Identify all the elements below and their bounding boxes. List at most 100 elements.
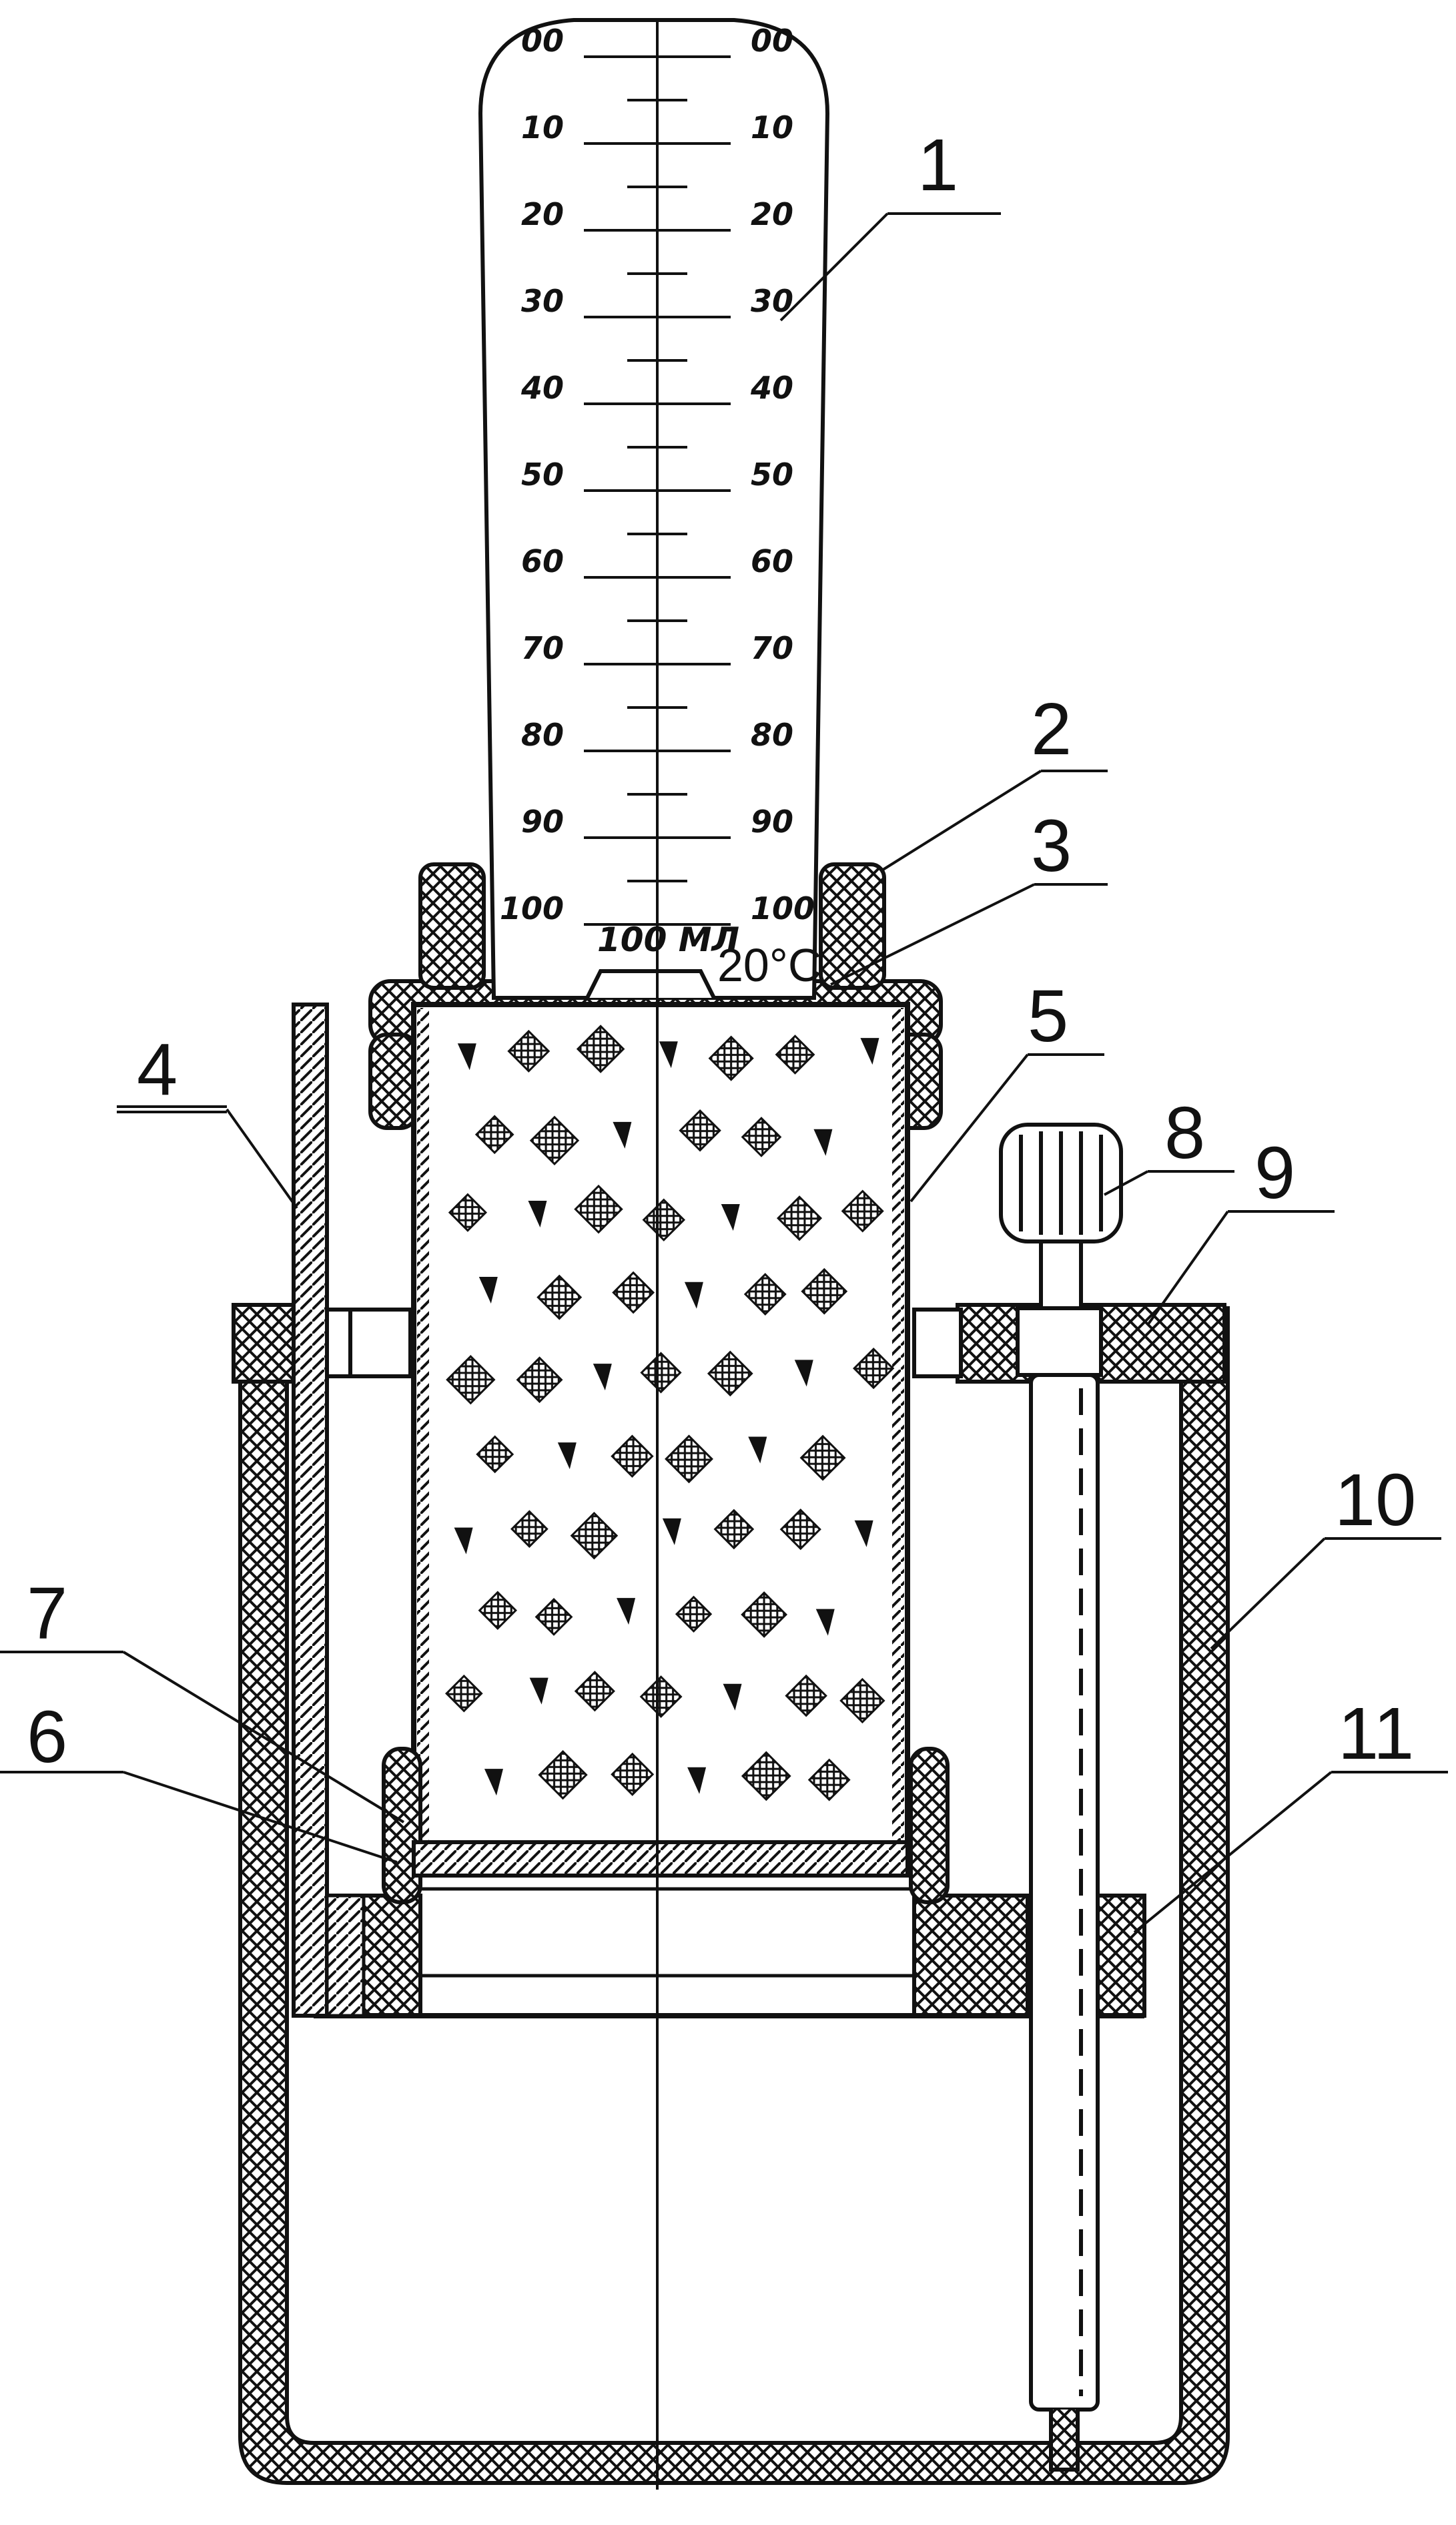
callout-4: 4 <box>137 1029 177 1111</box>
granule <box>448 1193 488 1232</box>
side-tube <box>292 1003 366 2018</box>
scale-label: 70 <box>751 630 793 666</box>
scale-label: 100 <box>500 890 564 926</box>
granule <box>593 1364 612 1391</box>
scale-label: 00 <box>751 23 793 59</box>
granule <box>741 1751 791 1801</box>
granule <box>841 1189 884 1233</box>
granule <box>779 1508 821 1551</box>
granule <box>611 1752 655 1796</box>
granule <box>507 1029 551 1073</box>
granule <box>484 1769 503 1796</box>
granule <box>665 1434 713 1484</box>
scale-label: 30 <box>521 283 564 319</box>
granule <box>679 1109 721 1152</box>
callout-3: 3 <box>1031 805 1072 887</box>
granule <box>639 1675 683 1718</box>
granule <box>708 1035 754 1081</box>
scale-label: 20 <box>751 196 793 232</box>
granule <box>640 1352 682 1394</box>
scale-label: 10 <box>751 109 793 146</box>
granule <box>713 1508 755 1550</box>
granule <box>723 1683 742 1711</box>
granule <box>801 1268 848 1315</box>
granule <box>815 1609 835 1636</box>
callout-11: 11 <box>1338 1693 1414 1775</box>
granule <box>574 1671 615 1712</box>
granule <box>474 1115 514 1155</box>
scale-label: 80 <box>751 717 793 753</box>
granule <box>478 1591 518 1630</box>
callout-9: 9 <box>1254 1132 1295 1214</box>
granule <box>839 1677 885 1724</box>
granule <box>454 1527 473 1555</box>
thermometer-rod <box>999 1123 1123 2472</box>
granule <box>510 1510 549 1549</box>
callout-7: 7 <box>27 1573 67 1655</box>
granule <box>611 1434 654 1478</box>
scale-label: 00 <box>521 23 564 59</box>
granule <box>748 1436 767 1464</box>
granule <box>687 1767 707 1794</box>
scale-label: 50 <box>751 457 793 493</box>
granule <box>570 1511 619 1560</box>
granule <box>707 1350 753 1397</box>
granule <box>813 1129 833 1156</box>
callout-1: 1 <box>918 124 958 206</box>
scale-label: 40 <box>750 370 793 406</box>
scale-label: 50 <box>521 457 564 493</box>
granule <box>612 1271 655 1314</box>
granule <box>721 1204 740 1231</box>
scale-label: 90 <box>521 804 564 840</box>
callout-6: 6 <box>27 1696 67 1778</box>
granule <box>860 1038 879 1065</box>
granule <box>617 1598 636 1625</box>
callout-5: 5 <box>1028 975 1068 1057</box>
scale-label: 40 <box>520 370 564 406</box>
granule <box>794 1360 813 1387</box>
temperature-label: 20°C <box>717 939 821 991</box>
granule <box>557 1442 577 1470</box>
scale-label: 60 <box>751 543 793 579</box>
granule <box>457 1043 476 1071</box>
granular-filler <box>445 1025 895 1801</box>
scale-label: 70 <box>521 630 564 666</box>
granule <box>476 1435 514 1474</box>
granule <box>775 1035 815 1075</box>
granule <box>684 1282 703 1309</box>
granule <box>854 1520 873 1547</box>
scale-label: 100 <box>751 890 815 926</box>
granule <box>613 1121 632 1149</box>
granule <box>662 1518 681 1545</box>
callout-10: 10 <box>1335 1459 1416 1541</box>
granule <box>536 1274 583 1320</box>
scale-label: 20 <box>521 196 564 232</box>
granule <box>529 1115 580 1165</box>
granule <box>675 1595 713 1633</box>
granule <box>642 1198 686 1241</box>
callout-2: 2 <box>1031 688 1072 770</box>
callout-leaders <box>0 212 1448 1934</box>
granule <box>807 1758 851 1801</box>
granule <box>741 1591 788 1638</box>
granule <box>776 1195 823 1241</box>
granule <box>659 1041 678 1069</box>
scale-label: 60 <box>521 543 564 579</box>
granule <box>785 1674 827 1717</box>
scale-label: 10 <box>521 109 564 146</box>
unit-label: 100 МЛ <box>597 920 739 959</box>
callout-8: 8 <box>1164 1092 1205 1174</box>
granule <box>576 1025 625 1073</box>
outer-vessel <box>232 1303 1230 2485</box>
granule <box>529 1677 549 1705</box>
granule <box>478 1276 498 1304</box>
scale-label: 80 <box>521 717 564 753</box>
granule <box>528 1201 547 1228</box>
granule <box>538 1750 588 1800</box>
granule <box>445 1674 483 1713</box>
granule <box>446 1355 496 1405</box>
scale-label: 90 <box>751 804 793 840</box>
granule <box>516 1356 563 1404</box>
cartridge-body <box>368 979 950 1904</box>
